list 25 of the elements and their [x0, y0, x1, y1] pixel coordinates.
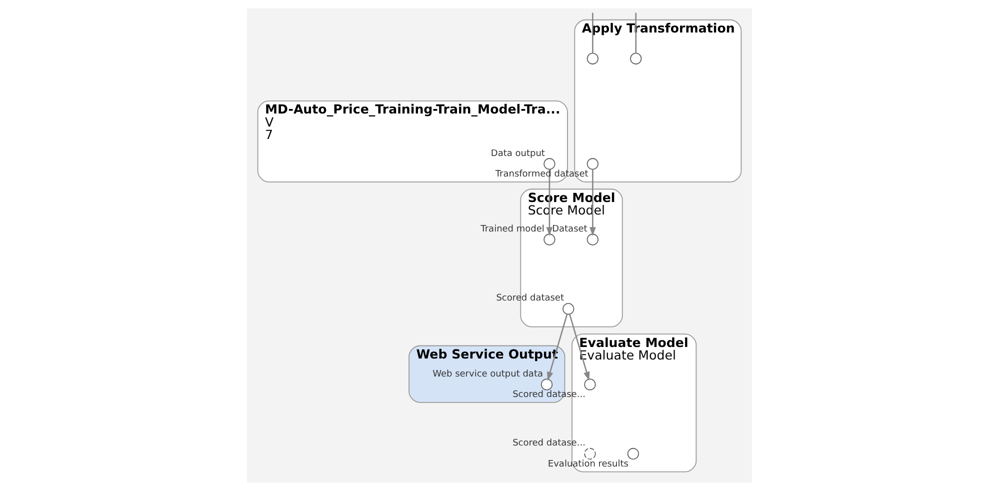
node-label: Trained model	[480, 224, 544, 234]
arrow	[568, 314, 590, 381]
node-label: Scored datase...	[512, 438, 585, 449]
node-circle	[586, 52, 598, 64]
node-circle	[586, 234, 598, 246]
node-label: Dataset	[552, 224, 587, 234]
node-label: Scored dataset	[496, 294, 564, 304]
node-label: Web service output data	[432, 369, 542, 380]
connector	[592, 12, 593, 54]
node-circle	[562, 302, 574, 315]
node-circle	[584, 378, 596, 390]
node-label: Evaluation results	[547, 459, 628, 470]
arrow	[546, 170, 552, 236]
node-label: Data output	[490, 148, 544, 159]
node-circle	[543, 158, 555, 170]
node-circle	[540, 378, 552, 390]
arrow	[589, 170, 596, 236]
node-circle	[584, 448, 596, 460]
node-circle	[586, 158, 598, 170]
node-label: Scored datase...	[512, 390, 585, 400]
node-circle	[626, 448, 639, 460]
node-circle	[630, 52, 642, 64]
node-circle	[543, 234, 555, 246]
arrow	[546, 314, 568, 381]
connector	[634, 12, 636, 54]
